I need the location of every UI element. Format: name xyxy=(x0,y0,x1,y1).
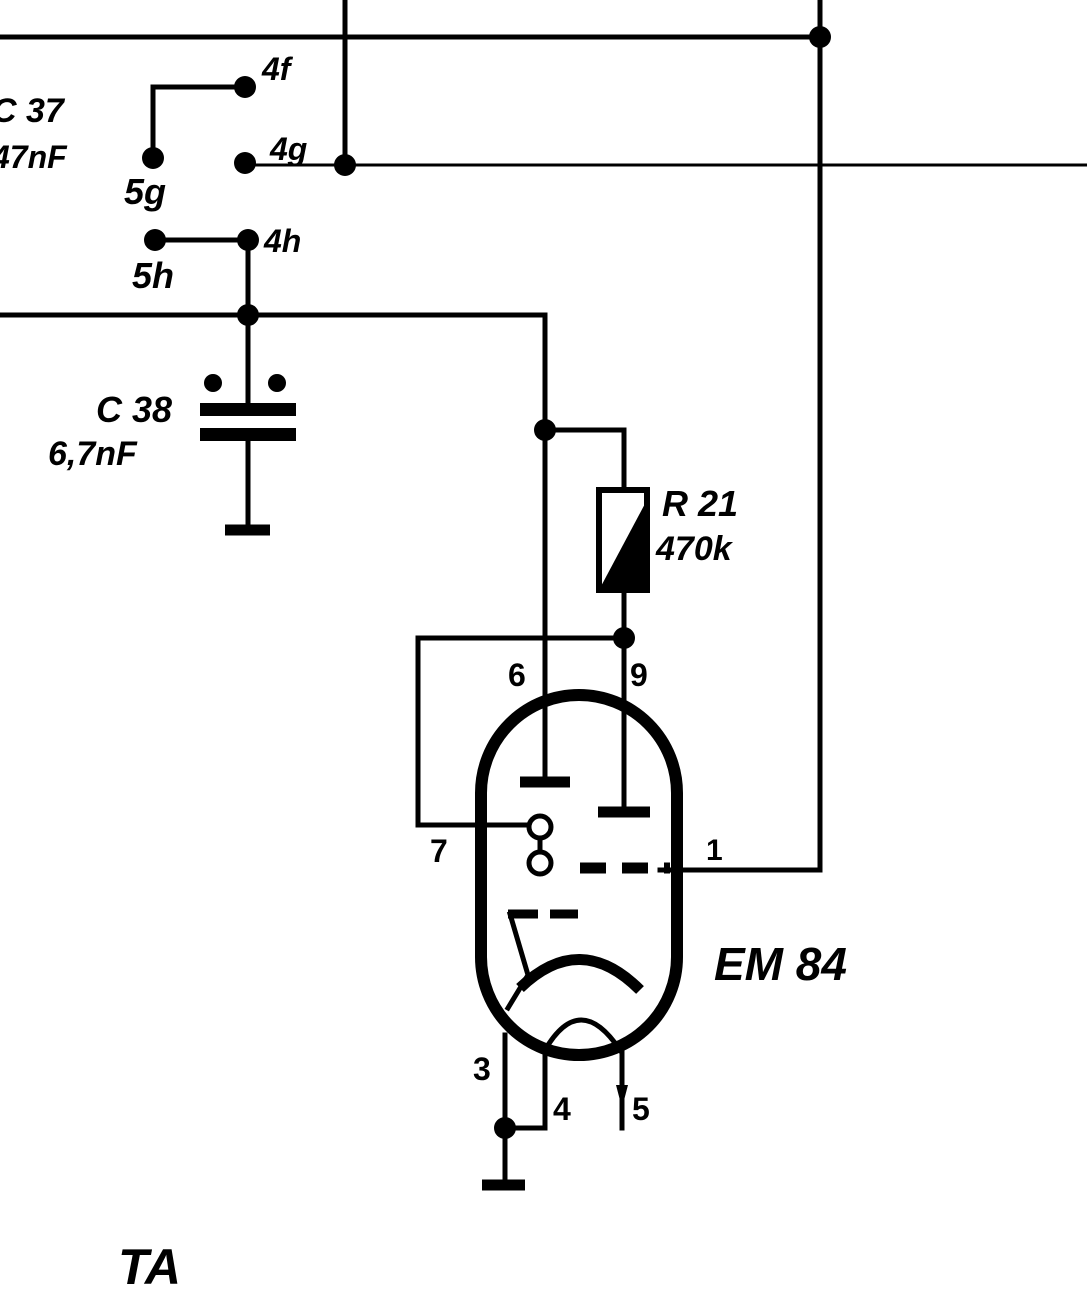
wire-4f-5g xyxy=(150,84,248,161)
pin-label-9: 9 xyxy=(630,657,648,693)
junction-dot xyxy=(534,419,556,441)
wire-pin7-loop xyxy=(415,635,627,828)
wire-signal-to-tube xyxy=(0,312,548,703)
contact-4g-dot xyxy=(234,152,256,174)
contact-4f-dot xyxy=(234,76,256,98)
electrode-ring xyxy=(526,813,554,841)
polarity-dot-icon xyxy=(268,374,286,392)
tube-em84 xyxy=(475,689,683,1061)
junction-dot xyxy=(334,154,356,176)
resistor-r21 xyxy=(596,487,650,593)
contact-label-5h: 5h xyxy=(132,255,174,296)
electrode-ring xyxy=(526,849,554,877)
wire-pin4 xyxy=(502,1047,548,1131)
contact-label-4h: 4h xyxy=(263,223,301,259)
junction-dot xyxy=(809,26,831,48)
pin5-arrow-icon xyxy=(616,1085,628,1108)
heater-filament xyxy=(541,1017,624,1054)
contact-label-4f: 4f xyxy=(261,51,294,87)
pin-label-1: 1 xyxy=(706,834,723,867)
r21-value: 470k xyxy=(655,530,734,568)
resistor-fill xyxy=(599,500,647,590)
cathode-arc xyxy=(516,954,644,994)
footer-label: TA xyxy=(118,1239,181,1289)
pin-label-5: 5 xyxy=(632,1091,650,1127)
pin-label-4: 4 xyxy=(553,1091,571,1127)
contact-5g-dot xyxy=(142,147,164,169)
tube-envelope xyxy=(475,689,683,1061)
c38-value: 6,7nF xyxy=(48,435,138,473)
r21-top-lead xyxy=(542,427,627,493)
capacitor-c38 xyxy=(200,374,296,441)
pin-label-6: 6 xyxy=(508,657,526,693)
contact-label-5g: 5g xyxy=(124,171,166,212)
pin-label-3: 3 xyxy=(473,1051,491,1087)
contact-5h-dot xyxy=(144,229,166,251)
junction-dot xyxy=(237,304,259,326)
polarity-dot-icon xyxy=(204,374,222,392)
cathode-lead xyxy=(504,910,531,1012)
contact-4h-dot xyxy=(237,229,259,251)
capacitor-plate-top xyxy=(200,403,296,416)
junction-dot xyxy=(494,1117,516,1139)
tube-type-label: EM 84 xyxy=(714,938,847,990)
c37-ref: C 37 xyxy=(0,92,66,130)
contact-label-4g: 4g xyxy=(269,131,307,167)
pin-label-7: 7 xyxy=(430,833,448,869)
c38-ref: C 38 xyxy=(96,389,172,430)
capacitor-plate-bottom xyxy=(200,428,296,441)
junctions xyxy=(142,26,831,1139)
c37-value: 47nF xyxy=(0,139,68,175)
r21-ref: R 21 xyxy=(662,483,738,524)
labels: C 37 47nF 4f 4g 5g 4h 5h C 38 6,7nF R 21… xyxy=(0,51,847,1289)
junction-dot xyxy=(613,627,635,649)
